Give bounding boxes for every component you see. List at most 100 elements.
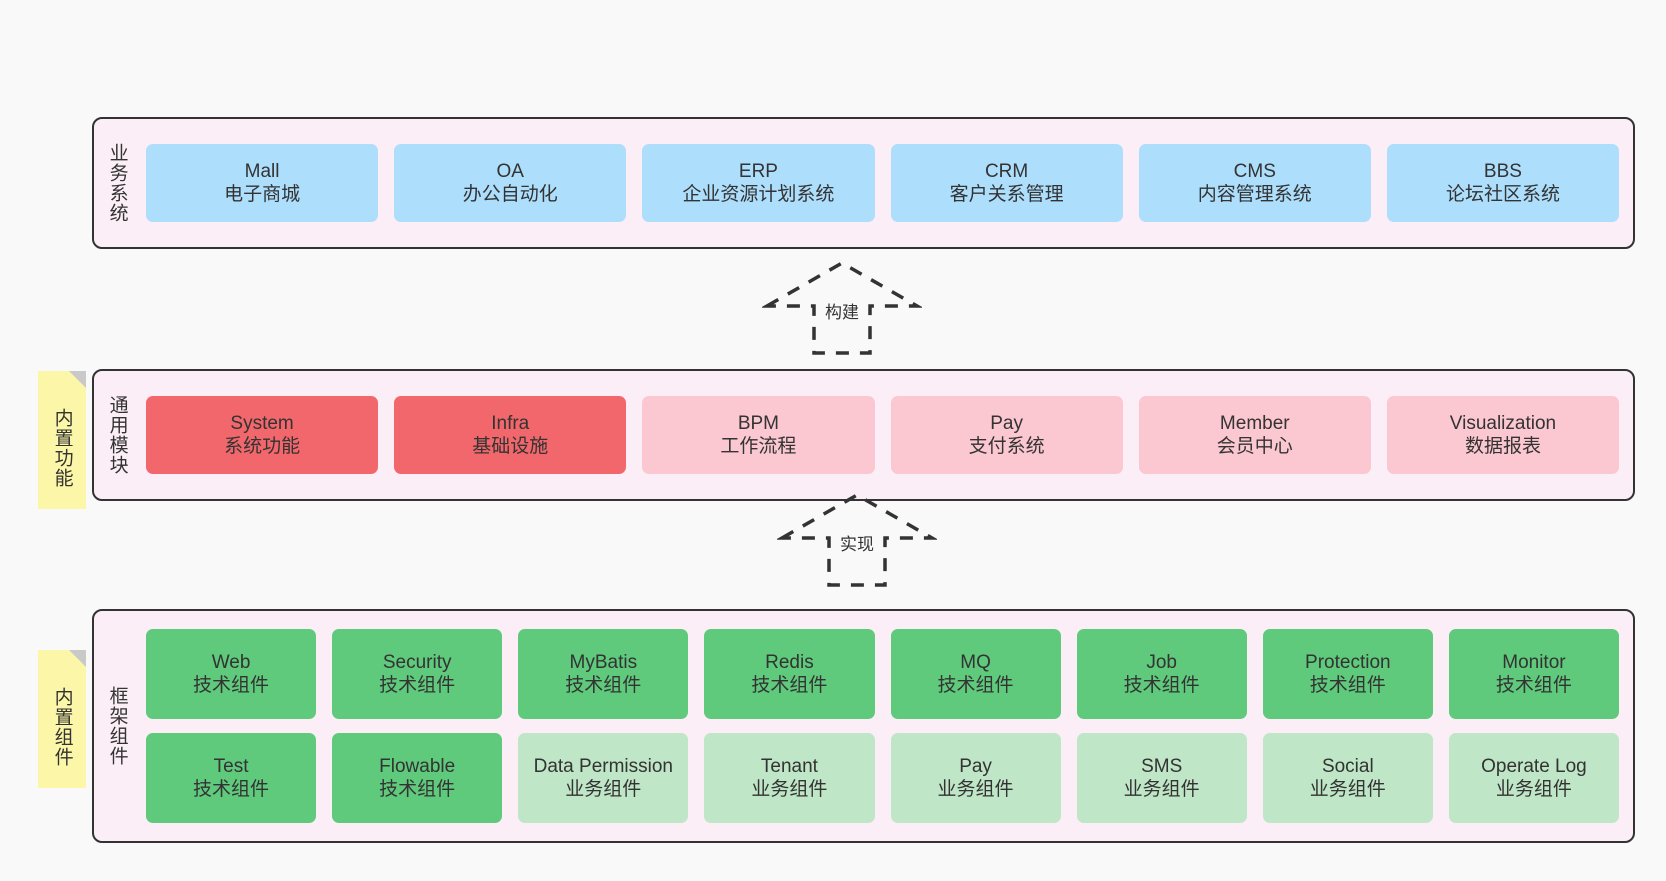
node-bbs[interactable]: BBS 论坛社区系统 xyxy=(1386,144,1620,222)
node-bpm-name: BPM xyxy=(737,412,780,434)
layer-framework-component: 框架组件 Web 技术组件 Security 技术组件 MyBatis 技术组件… xyxy=(92,609,1635,843)
node-sms-name: SMS xyxy=(1141,755,1183,777)
layer-common-module: 通用模块 System 系统功能 Infra 基础设施 BPM 工作流程 Pay… xyxy=(92,369,1635,501)
node-job[interactable]: Job 技术组件 xyxy=(1076,629,1247,719)
node-operate-log-name: Operate Log xyxy=(1481,755,1587,777)
node-protection[interactable]: Protection 技术组件 xyxy=(1262,629,1433,719)
layer-business-system-body: Mall 电子商城 OA 办公自动化 ERP 企业资源计划系统 CRM 客户关系… xyxy=(140,119,1633,247)
node-flowable-name: Flowable xyxy=(379,755,456,777)
node-operate-log[interactable]: Operate Log 业务组件 xyxy=(1448,733,1619,823)
layer-common-module-title: 通用模块 xyxy=(106,395,128,475)
layer-framework-component-title: 框架组件 xyxy=(106,686,128,766)
node-test-name: Test xyxy=(213,755,249,777)
node-system-name: System xyxy=(230,412,294,434)
node-social-sub: 业务组件 xyxy=(1309,779,1386,800)
node-flowable[interactable]: Flowable 技术组件 xyxy=(332,733,503,823)
node-erp-name: ERP xyxy=(738,160,778,182)
node-sms-sub: 业务组件 xyxy=(1123,779,1200,800)
node-visualization-name: Visualization xyxy=(1449,412,1557,434)
node-security[interactable]: Security 技术组件 xyxy=(332,629,503,719)
node-system-sub: 系统功能 xyxy=(224,436,301,457)
layer-business-system-row: Mall 电子商城 OA 办公自动化 ERP 企业资源计划系统 CRM 客户关系… xyxy=(146,144,1620,222)
node-bpm-sub: 工作流程 xyxy=(720,436,797,457)
note-builtin-features-label: 内置功能 xyxy=(51,408,73,488)
node-cms[interactable]: CMS 内容管理系统 xyxy=(1138,144,1371,222)
node-monitor[interactable]: Monitor 技术组件 xyxy=(1448,629,1619,719)
node-oa-name: OA xyxy=(496,160,524,182)
node-protection-name: Protection xyxy=(1305,651,1391,673)
node-mq-name: MQ xyxy=(960,651,991,673)
node-mq-sub: 技术组件 xyxy=(937,675,1014,696)
node-social[interactable]: Social 业务组件 xyxy=(1262,733,1433,823)
node-bpm[interactable]: BPM 工作流程 xyxy=(642,396,875,474)
node-test-sub: 技术组件 xyxy=(193,779,270,800)
node-member[interactable]: Member 会员中心 xyxy=(1138,396,1371,474)
connector-build-label: 构建 xyxy=(825,303,859,322)
node-cms-sub: 内容管理系统 xyxy=(1197,184,1312,205)
layer-business-system-title: 业务系统 xyxy=(106,143,128,223)
node-redis[interactable]: Redis 技术组件 xyxy=(704,629,875,719)
note-builtin-components-label: 内置组件 xyxy=(51,687,73,767)
node-pay-module-name: Pay xyxy=(990,412,1023,434)
node-sms[interactable]: SMS 业务组件 xyxy=(1076,733,1247,823)
layer-framework-component-body: Web 技术组件 Security 技术组件 MyBatis 技术组件 Redi… xyxy=(140,611,1633,841)
node-pay-module-sub: 支付系统 xyxy=(968,436,1045,457)
node-mall-name: Mall xyxy=(244,160,280,182)
node-member-sub: 会员中心 xyxy=(1216,436,1293,457)
node-data-permission-sub: 业务组件 xyxy=(565,779,642,800)
node-pay-component-name: Pay xyxy=(959,755,992,777)
node-tenant-name: Tenant xyxy=(760,755,818,777)
node-infra-name: Infra xyxy=(491,412,530,434)
node-redis-name: Redis xyxy=(765,651,814,673)
node-oa[interactable]: OA 办公自动化 xyxy=(394,144,627,222)
node-redis-sub: 技术组件 xyxy=(751,675,828,696)
node-infra[interactable]: Infra 基础设施 xyxy=(394,396,627,474)
node-erp[interactable]: ERP 企业资源计划系统 xyxy=(642,144,875,222)
node-visualization[interactable]: Visualization 数据报表 xyxy=(1386,396,1620,474)
node-tenant-sub: 业务组件 xyxy=(751,779,828,800)
note-builtin-components: 内置组件 xyxy=(38,650,86,788)
node-mall-sub: 电子商城 xyxy=(224,184,301,205)
node-pay-component[interactable]: Pay 业务组件 xyxy=(890,733,1061,823)
connector-implement-label: 实现 xyxy=(840,535,874,554)
node-job-name: Job xyxy=(1146,651,1177,673)
node-crm[interactable]: CRM 客户关系管理 xyxy=(890,144,1123,222)
layer-framework-component-row-tech: Web 技术组件 Security 技术组件 MyBatis 技术组件 Redi… xyxy=(146,629,1619,719)
node-mq[interactable]: MQ 技术组件 xyxy=(890,629,1061,719)
connector-build-arrow-glyph xyxy=(762,260,922,355)
node-system[interactable]: System 系统功能 xyxy=(146,396,379,474)
node-protection-sub: 技术组件 xyxy=(1309,675,1386,696)
node-monitor-sub: 技术组件 xyxy=(1495,675,1572,696)
node-infra-sub: 基础设施 xyxy=(472,436,549,457)
connector-implement-arrow: 实现 xyxy=(777,490,937,590)
note-builtin-features: 内置功能 xyxy=(38,371,86,509)
node-tenant[interactable]: Tenant 业务组件 xyxy=(704,733,875,823)
node-pay-module[interactable]: Pay 支付系统 xyxy=(890,396,1123,474)
node-test[interactable]: Test 技术组件 xyxy=(146,733,317,823)
node-job-sub: 技术组件 xyxy=(1123,675,1200,696)
node-crm-name: CRM xyxy=(984,160,1029,182)
connector-implement-arrow-glyph xyxy=(777,492,937,587)
node-cms-name: CMS xyxy=(1233,160,1276,182)
node-erp-sub: 企业资源计划系统 xyxy=(682,184,835,205)
node-bbs-name: BBS xyxy=(1483,160,1522,182)
node-social-name: Social xyxy=(1321,755,1374,777)
node-mall[interactable]: Mall 电子商城 xyxy=(146,144,379,222)
layer-common-module-body: System 系统功能 Infra 基础设施 BPM 工作流程 Pay 支付系统… xyxy=(140,371,1633,499)
node-web-name: Web xyxy=(211,651,251,673)
node-mybatis[interactable]: MyBatis 技术组件 xyxy=(518,629,689,719)
node-pay-component-sub: 业务组件 xyxy=(937,779,1014,800)
node-flowable-sub: 技术组件 xyxy=(379,779,456,800)
node-security-name: Security xyxy=(382,651,452,673)
node-web-sub: 技术组件 xyxy=(193,675,270,696)
node-web[interactable]: Web 技术组件 xyxy=(146,629,317,719)
node-bbs-sub: 论坛社区系统 xyxy=(1445,184,1560,205)
node-oa-sub: 办公自动化 xyxy=(462,184,558,205)
node-data-permission-name: Data Permission xyxy=(533,755,673,777)
node-monitor-name: Monitor xyxy=(1502,651,1566,673)
node-data-permission[interactable]: Data Permission 业务组件 xyxy=(518,733,689,823)
node-mybatis-sub: 技术组件 xyxy=(565,675,642,696)
node-operate-log-sub: 业务组件 xyxy=(1495,779,1572,800)
layer-business-system: 业务系统 Mall 电子商城 OA 办公自动化 ERP 企业资源计划系统 CRM… xyxy=(92,117,1635,249)
